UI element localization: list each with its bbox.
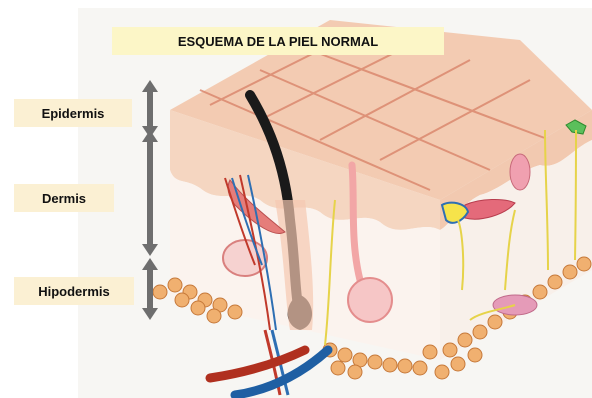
layer-arrows [142,80,158,320]
dermis-label: Dermis [14,184,114,212]
meissner-corpuscle [510,154,530,190]
sweat-gland [348,278,392,322]
diagram-title: ESQUEMA DE LA PIEL NORMAL [112,27,444,55]
epidermis-label: Epidermis [14,99,132,127]
hypodermis-label: Hipodermis [14,277,134,305]
